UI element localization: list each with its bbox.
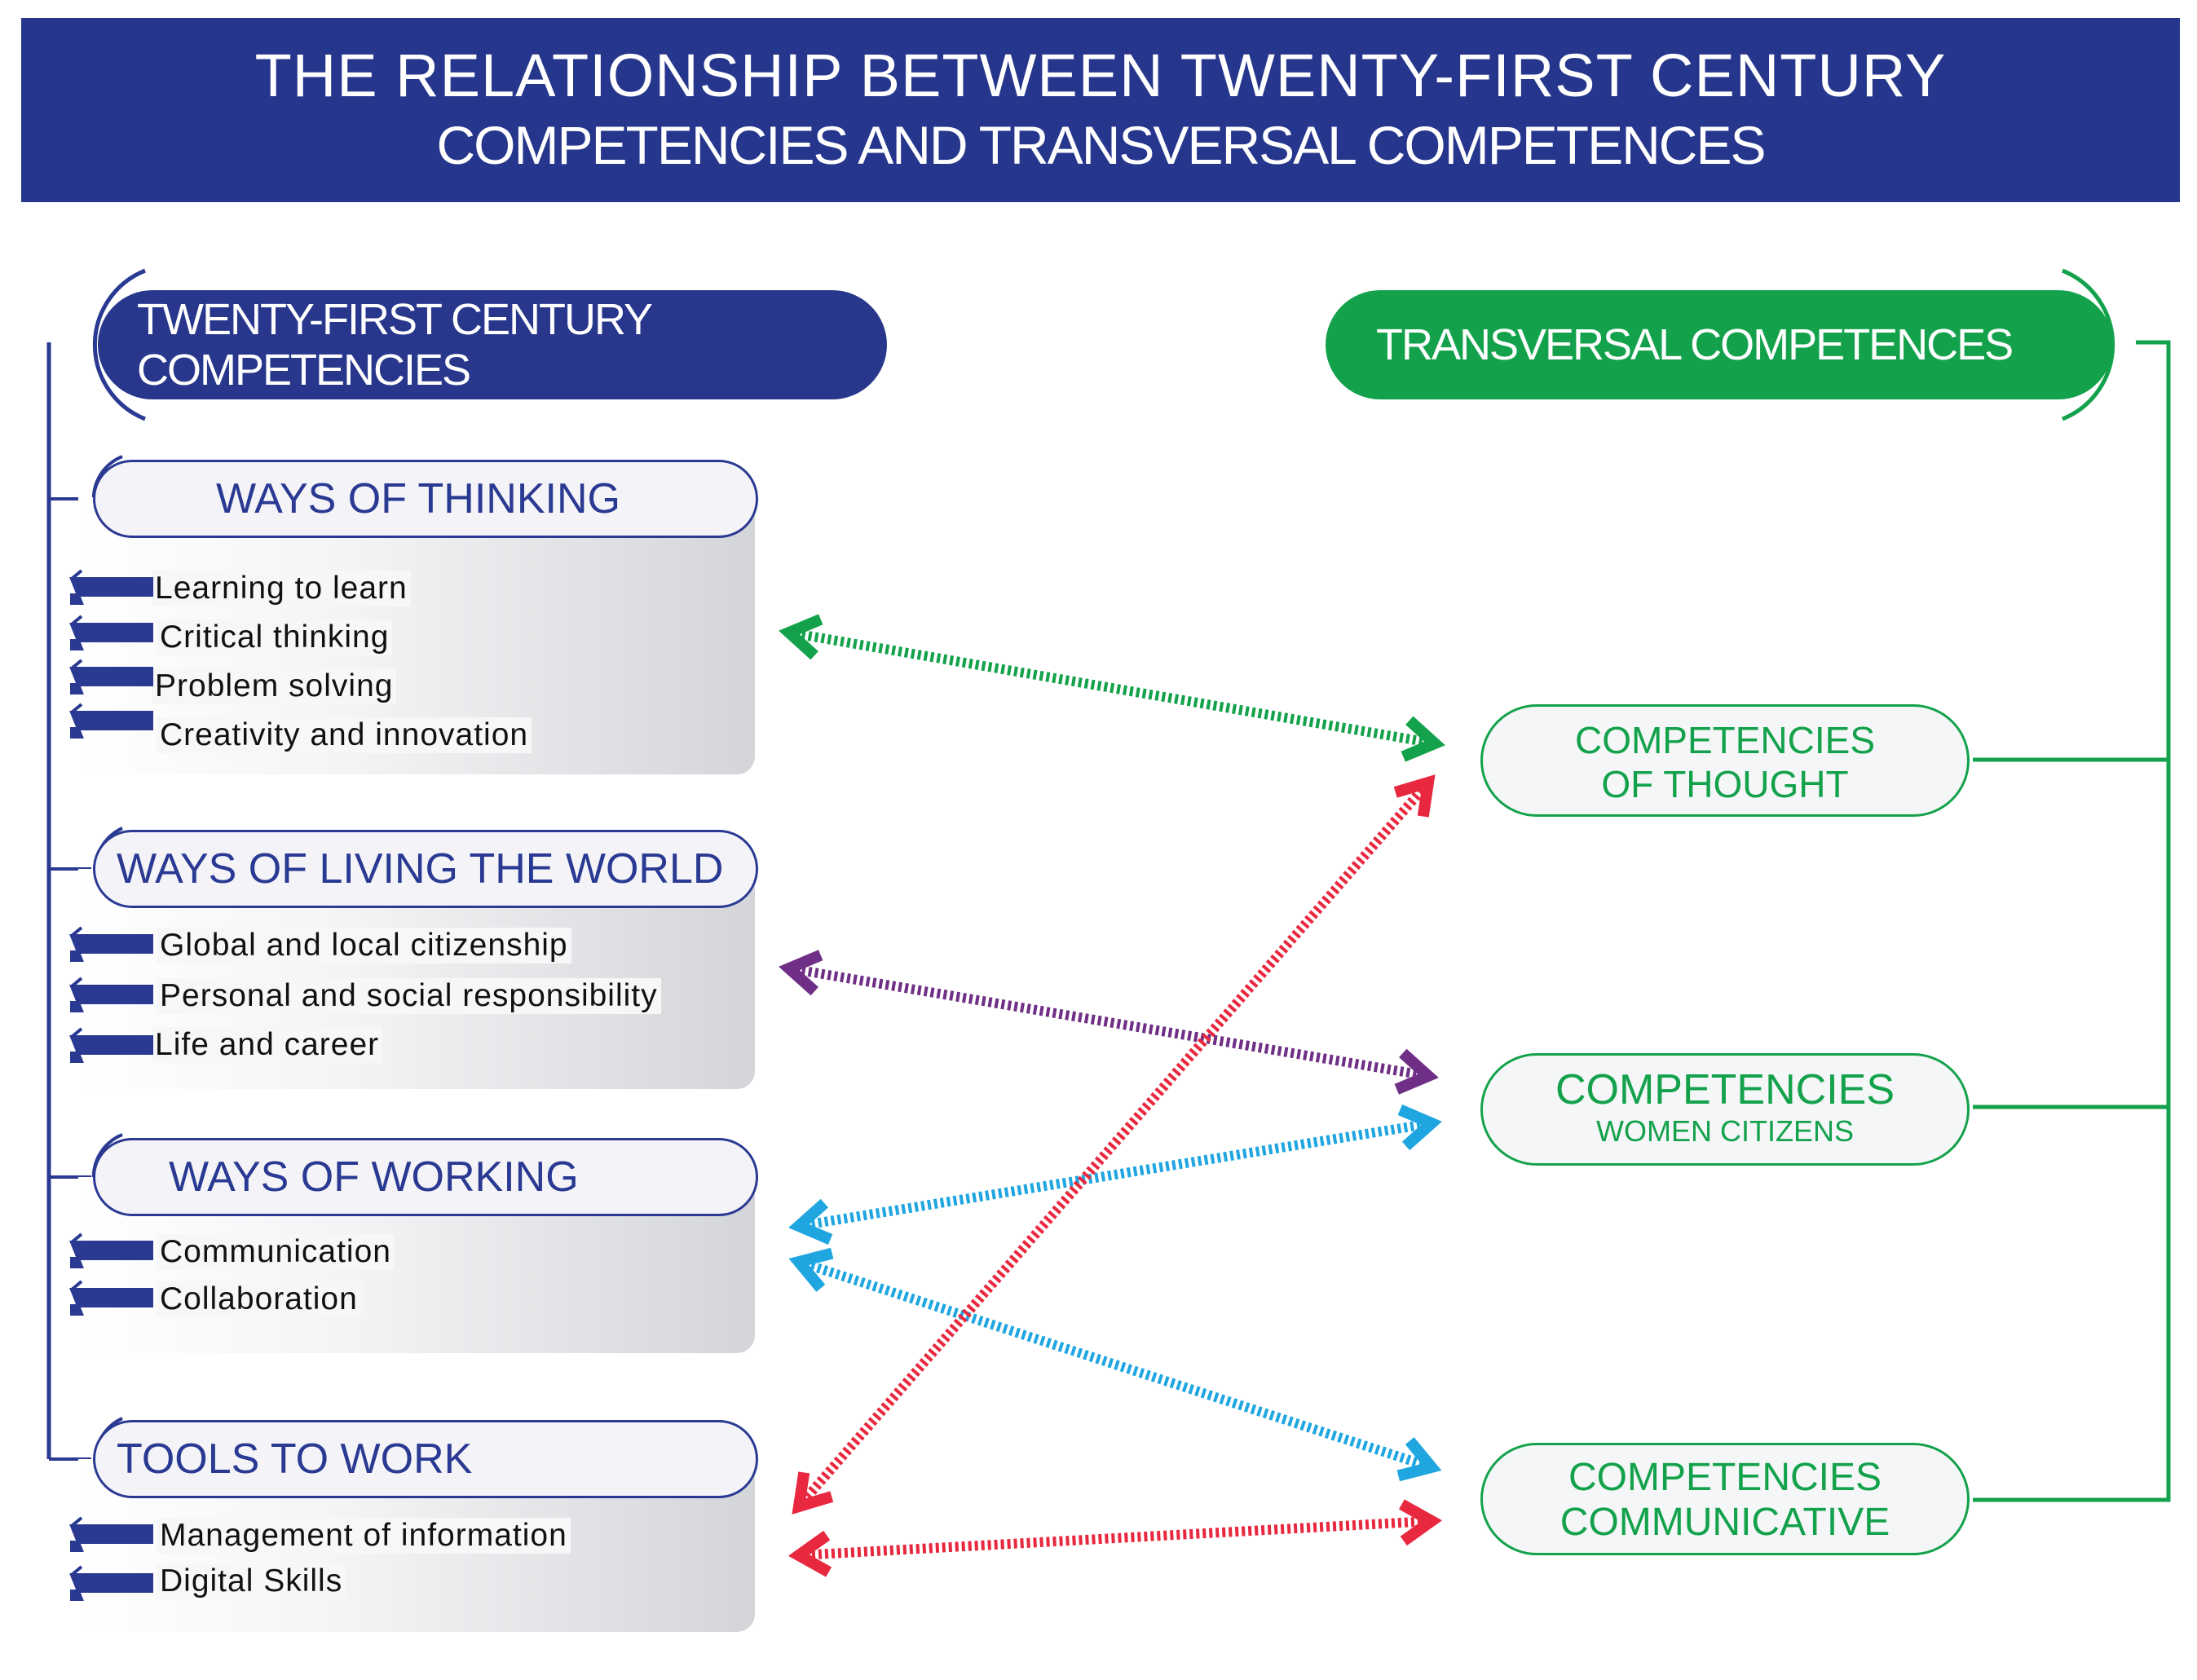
- arrow-line: [798, 1118, 1432, 1231]
- arrowhead: [788, 1247, 834, 1292]
- competencies-communicative: COMPETENCIES COMMUNICATIVE: [1480, 1443, 1970, 1555]
- title-banner: THE RELATIONSHIP BETWEEN TWENTY-FIRST CE…: [21, 18, 2180, 202]
- comp-line2: OF THOUGHT: [1601, 763, 1849, 805]
- left-heading-bracket: [92, 268, 146, 421]
- relationship-arrows: [779, 614, 1445, 1577]
- list-item: Communication: [157, 1234, 395, 1270]
- category-ways-of-living: WAYS OF LIVING THE WORLD: [93, 830, 758, 908]
- category-title: WAYS OF THINKING: [216, 475, 620, 523]
- arrow-line: [788, 963, 1429, 1081]
- list-item: Global and local citizenship: [157, 928, 571, 963]
- list-item: Creativity and innovation: [157, 717, 532, 753]
- list-item: Management of information: [157, 1518, 571, 1554]
- category-tools-to-work: TOOLS TO WORK: [93, 1420, 758, 1498]
- arrow-line: [798, 1516, 1432, 1560]
- title-line-2: COMPETENCIES AND TRANSVERSAL COMPETENCES: [436, 115, 1766, 175]
- arrowhead: [1394, 1048, 1439, 1095]
- list-item: Critical thinking: [157, 620, 393, 655]
- arrowhead: [779, 614, 823, 660]
- category-title: WAYS OF LIVING THE WORLD: [117, 845, 724, 893]
- right-spine: [1973, 340, 2171, 1502]
- comp-line1: COMPETENCIES: [1574, 719, 1876, 761]
- comp-line1: COMPETENCIES: [1555, 1066, 1895, 1113]
- category-title: TOOLS TO WORK: [117, 1435, 473, 1483]
- arrowhead: [787, 1530, 832, 1577]
- list-item: Problem solving: [152, 668, 397, 704]
- list-item: Personal and social responsibility: [157, 978, 661, 1014]
- comp-line2: COMMUNICATIVE: [1560, 1501, 1890, 1544]
- arrow-line: [787, 628, 1436, 748]
- arrowhead: [1396, 1437, 1442, 1482]
- list-item: Life and career: [152, 1027, 383, 1063]
- title-line-1: THE RELATIONSHIP BETWEEN TWENTY-FIRST CE…: [254, 42, 1947, 109]
- comp-line1: COMPETENCIES: [1568, 1456, 1882, 1499]
- list-item: Digital Skills: [157, 1563, 346, 1599]
- category-title: WAYS OF WORKING: [169, 1153, 579, 1201]
- list-item: Collaboration: [157, 1281, 361, 1317]
- category-ways-of-working: WAYS OF WORKING: [93, 1138, 758, 1216]
- right-heading-label: TRANSVERSAL COMPETENCES: [1376, 320, 2014, 369]
- twenty-first-century-heading: TWENTY-FIRST CENTURY COMPETENCIES: [98, 290, 887, 399]
- competencies-of-thought: COMPETENCIES OF THOUGHT: [1480, 704, 1970, 817]
- arrowhead: [788, 1198, 833, 1245]
- arrow-line: [797, 1257, 1433, 1472]
- list-item: Learning to learn: [152, 571, 411, 606]
- transversal-heading: TRANSVERSAL COMPETENCES: [1326, 290, 2113, 399]
- arrowhead: [792, 1471, 834, 1515]
- arrowhead: [1398, 1499, 1443, 1546]
- arrowhead: [1397, 1105, 1442, 1151]
- left-heading-label: TWENTY-FIRST CENTURY COMPETENCIES: [137, 295, 652, 395]
- arrowhead: [779, 950, 823, 996]
- competencies-women-citizens: COMPETENCIES WOMEN CITIZENS: [1480, 1053, 1970, 1166]
- arrowhead: [1401, 716, 1445, 762]
- arrow-line: [795, 779, 1432, 1510]
- comp-line2: WOMEN CITIZENS: [1596, 1114, 1854, 1148]
- category-ways-of-thinking: WAYS OF THINKING: [93, 460, 758, 538]
- arrowhead: [1393, 774, 1436, 818]
